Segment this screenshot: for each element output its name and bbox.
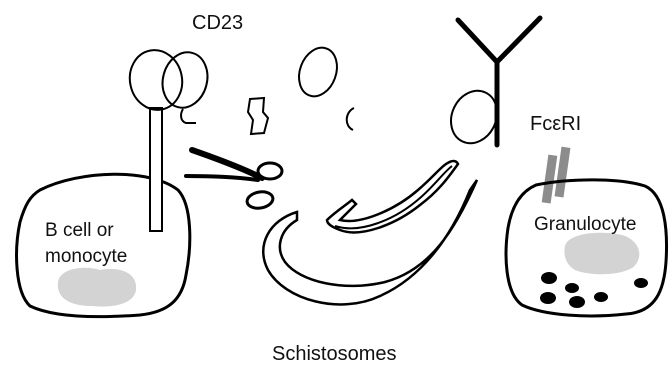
b-cell-group: B cell or monocyte [17, 174, 190, 316]
b-cell-label-line1: B cell or [45, 220, 114, 241]
scissors-icon [186, 150, 282, 210]
fceri-label: FcεRI [530, 113, 581, 135]
b-cell-nucleus [58, 268, 136, 307]
cd23-stalk [150, 108, 162, 231]
b-cell-label-line2: monocyte [45, 246, 127, 267]
soluble-cd23-head-1 [293, 42, 344, 101]
soluble-cd23-hook [347, 108, 354, 130]
schistosomes-label: Schistosomes [272, 343, 397, 365]
antibody-icon [458, 18, 540, 145]
granule [541, 272, 557, 284]
fceri-receptor: FcεRI [530, 113, 581, 203]
granule [540, 292, 556, 304]
granule [565, 283, 579, 293]
schistosome-small [327, 161, 458, 232]
cleaved-hook-fragment [181, 109, 196, 123]
granule [569, 296, 585, 308]
granulocyte-group: Granulocyte [506, 180, 666, 316]
schistosome-large [263, 180, 477, 304]
granulocyte-label: Granulocyte [534, 214, 636, 235]
cd23-head-right [157, 47, 214, 112]
granule [594, 292, 608, 302]
granule [634, 278, 648, 288]
granulocyte-nucleus [564, 233, 639, 275]
cd23-label: CD23 [192, 12, 243, 34]
schistosomes: Schistosomes [263, 161, 477, 365]
cleaved-stalk-fragment [248, 98, 268, 134]
